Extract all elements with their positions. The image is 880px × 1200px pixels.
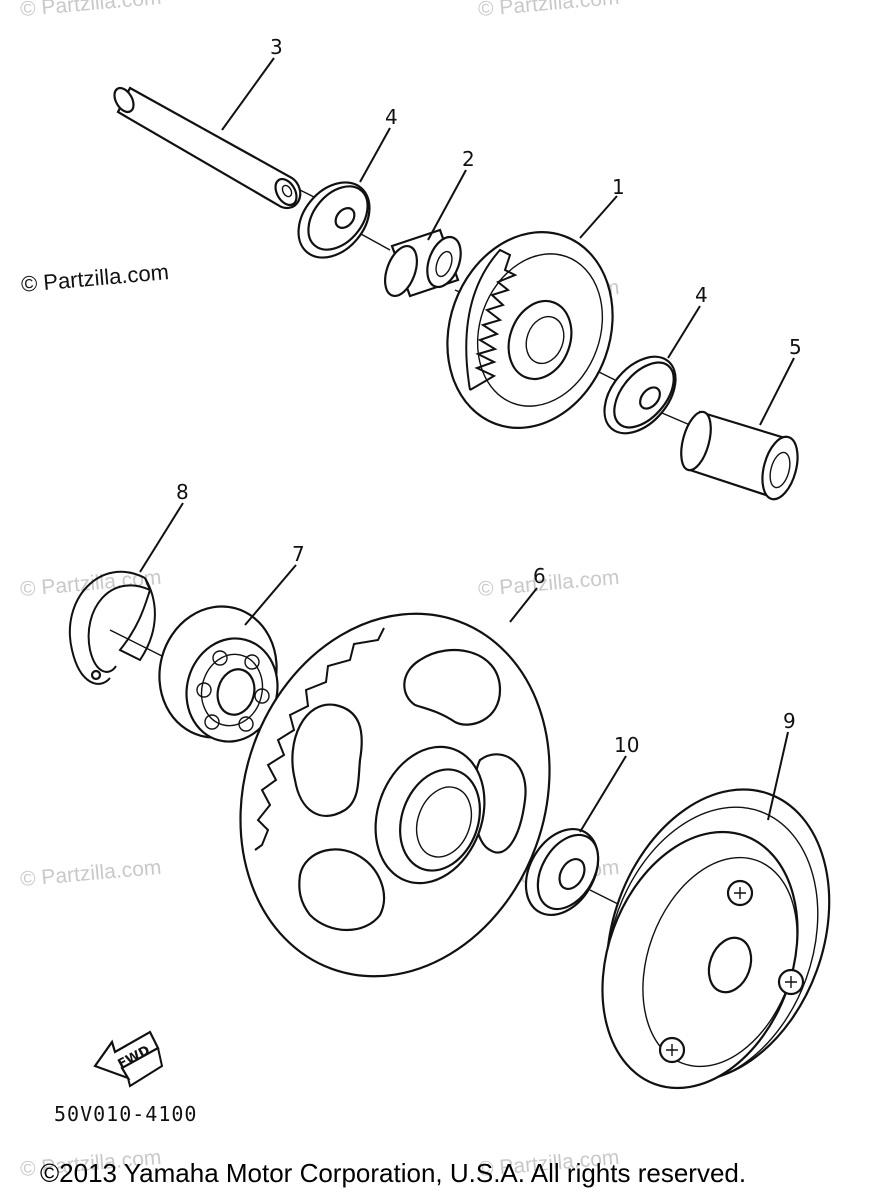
callout-3: 3: [270, 35, 283, 59]
part-2-bushing[interactable]: [379, 228, 467, 300]
callout-5: 5: [789, 335, 802, 359]
part-9-starter-clutch[interactable]: [568, 758, 868, 1115]
part-1-idler-gear[interactable]: [421, 209, 640, 452]
callout-2: 2: [462, 147, 475, 171]
callout-9: 9: [783, 709, 796, 733]
part-5-collar[interactable]: [676, 409, 804, 503]
callout-1: 1: [612, 175, 625, 199]
callout-leaders: [139, 57, 795, 833]
callout-10: 10: [614, 733, 639, 757]
part-6-starter-wheel-gear[interactable]: [191, 570, 599, 1020]
part-10-washer[interactable]: [511, 816, 612, 928]
callout-6: 6: [533, 564, 546, 588]
fwd-arrow: FWD: [93, 1030, 164, 1088]
callout-8: 8: [176, 480, 189, 504]
part-8-circlip[interactable]: [68, 570, 156, 685]
copyright-notice: ©2013 Yamaha Motor Corporation, U.S.A. A…: [40, 1158, 747, 1188]
callout-7: 7: [292, 542, 305, 566]
part-4-washer-b[interactable]: [590, 343, 689, 446]
callout-4-lower: 4: [695, 283, 708, 307]
part-4-washer-a[interactable]: [284, 169, 384, 272]
part-7-bearing[interactable]: [145, 593, 291, 752]
part-3-shaft[interactable]: [111, 85, 302, 210]
callout-4-upper: 4: [385, 105, 398, 129]
diagram-code: 50V010-4100: [54, 1102, 198, 1126]
